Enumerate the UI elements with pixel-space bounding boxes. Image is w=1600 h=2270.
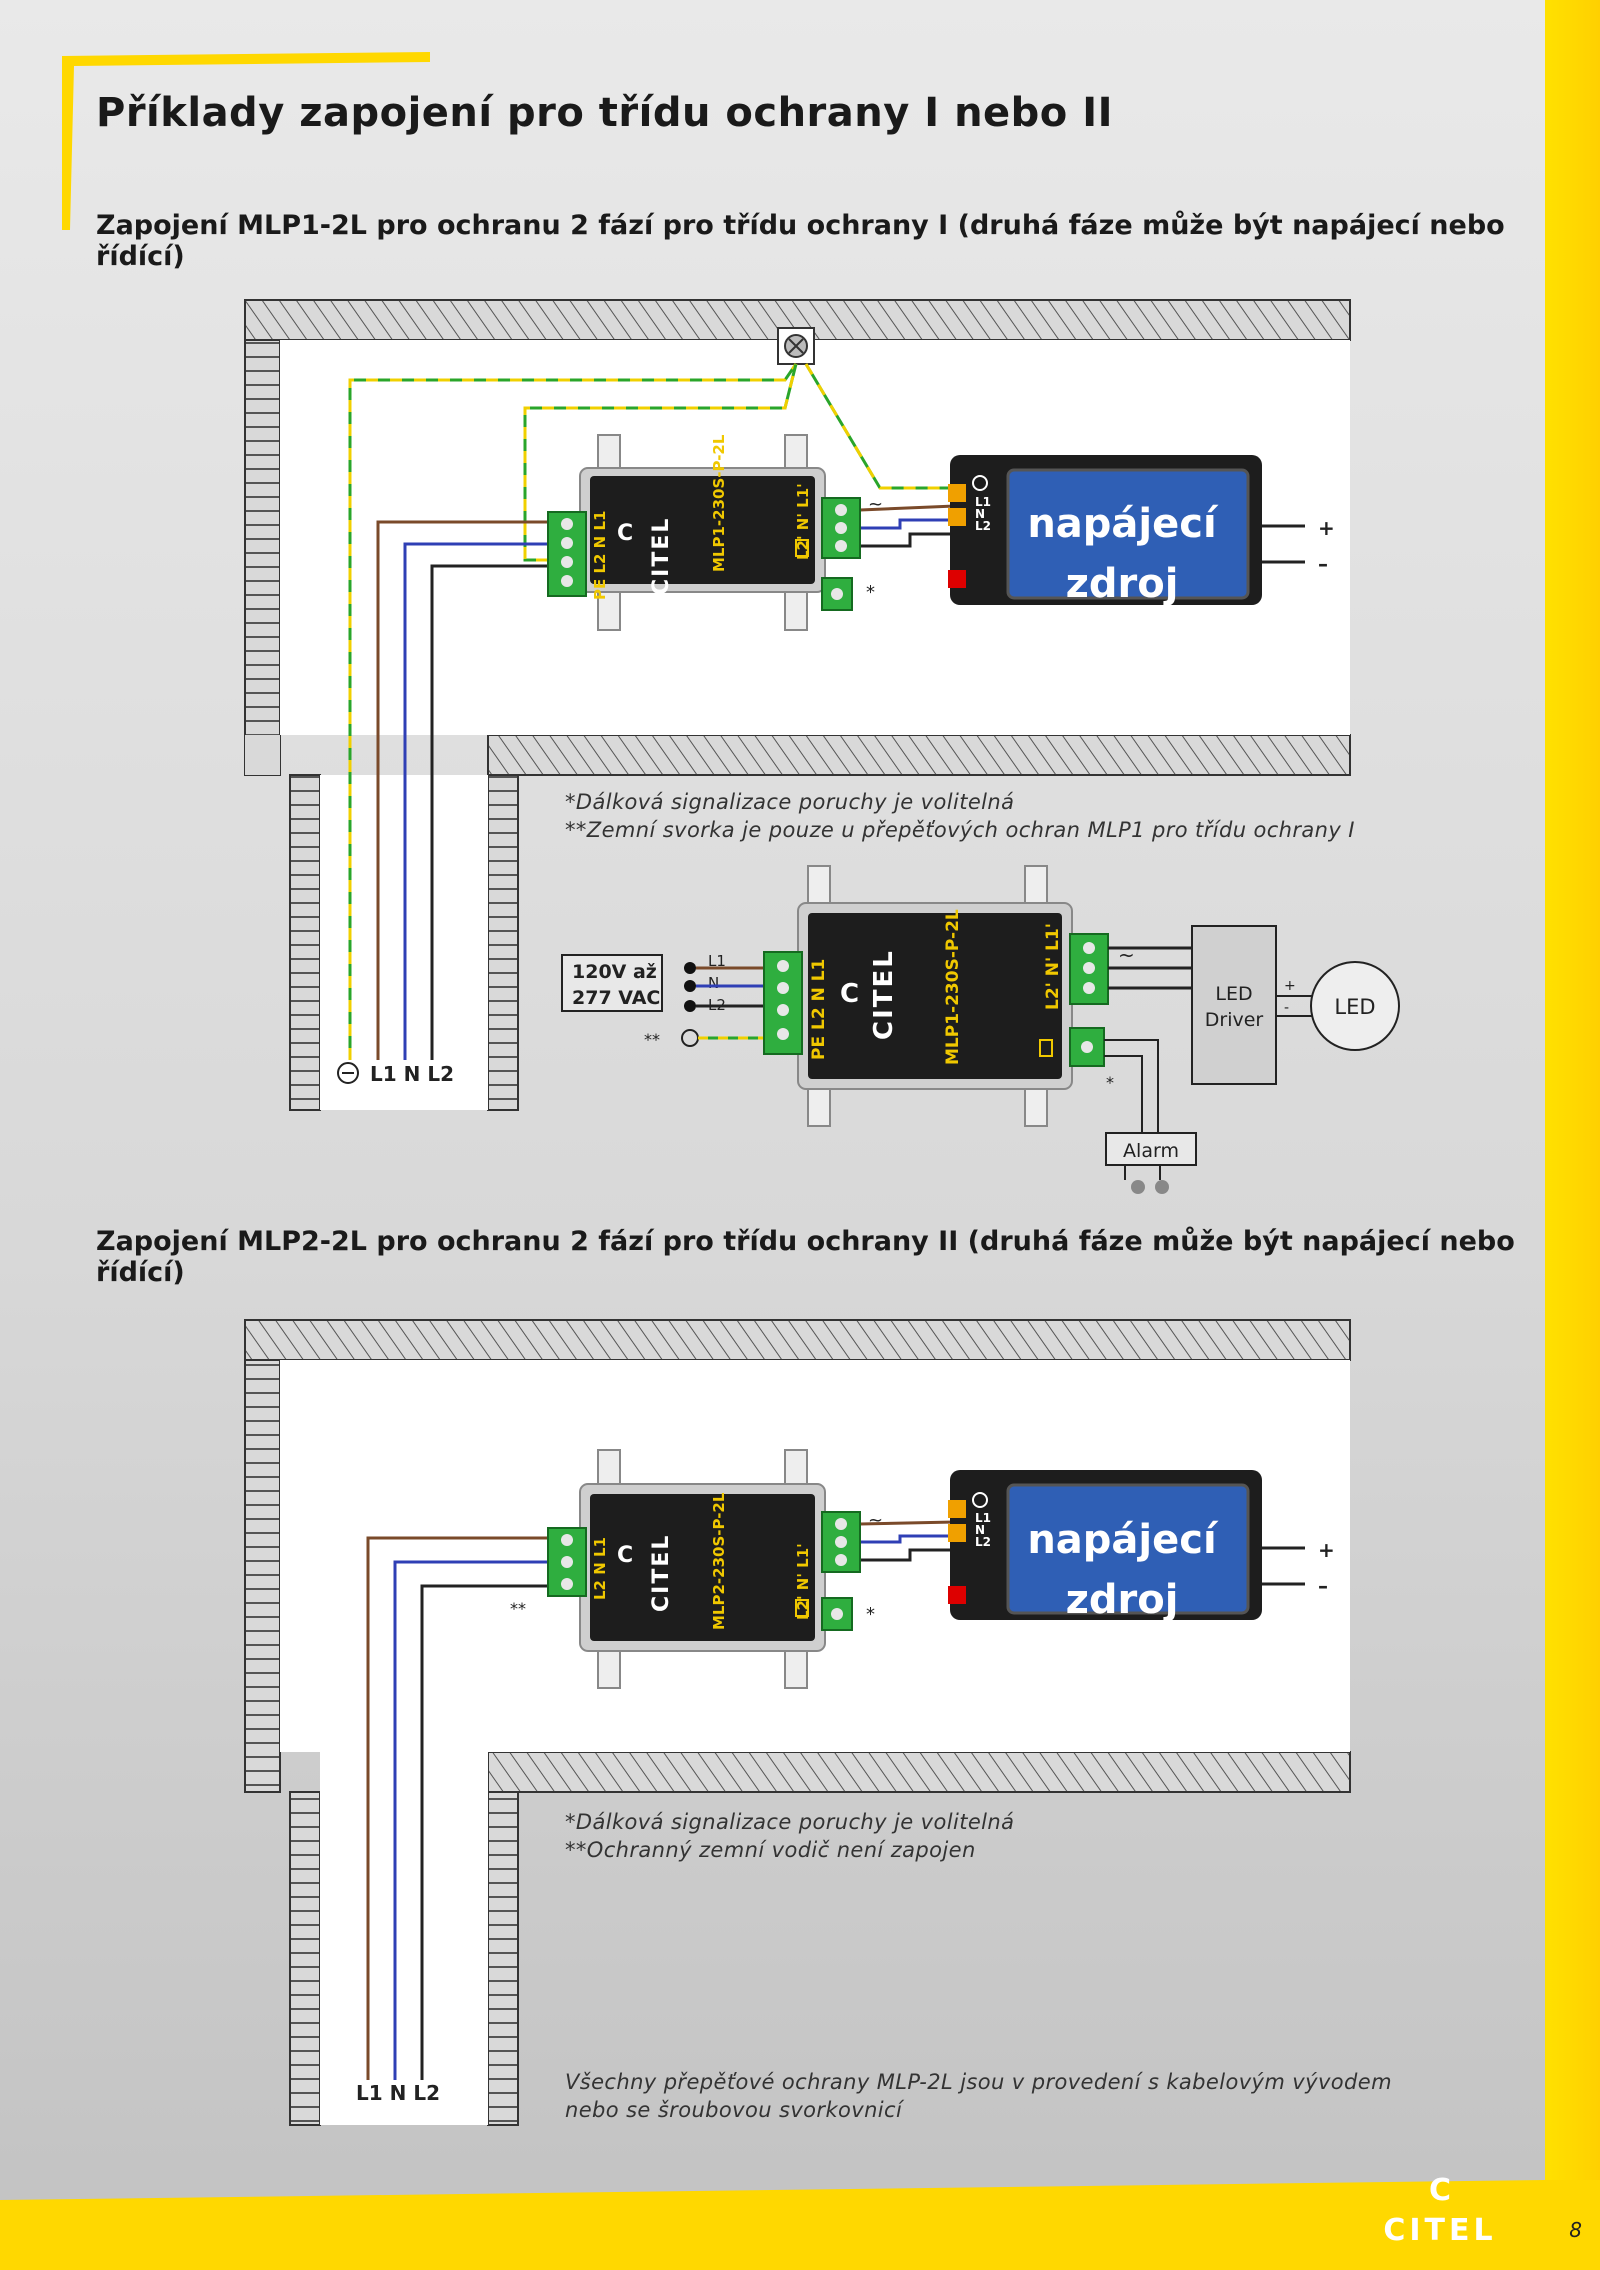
wall-left-lower-2 xyxy=(289,1791,321,2126)
section1-heading: Zapojení MLP1-2L pro ochranu 2 fází pro … xyxy=(96,210,1505,272)
svg-text:+: + xyxy=(1284,978,1296,994)
mlp1-alarm-terminal xyxy=(821,577,853,611)
svg-text:N: N xyxy=(975,507,985,521)
mlp1-model: MLP1-230S-P-2L xyxy=(710,434,728,572)
mlp1-led-input-labels: PE L2 N L1 xyxy=(809,959,829,1060)
mlp1-led-device-body xyxy=(808,913,1062,1079)
s2-footnote-2: nebo se šroubovou svorkovnicí xyxy=(565,2098,903,2122)
earth-double-star: ** xyxy=(644,1030,660,1049)
citel-logo-icon: C xyxy=(617,1543,633,1568)
cable-label: L1 N L2 xyxy=(370,1062,454,1086)
svg-text:L1: L1 xyxy=(708,952,726,970)
relay-icon xyxy=(795,539,809,557)
psu-minus: – xyxy=(1318,552,1328,576)
page-number: 8 xyxy=(1569,2218,1582,2242)
yellow-side-bar xyxy=(1545,0,1600,2270)
wall-left xyxy=(244,339,281,776)
s2-note-1: *Dálková signalizace poruchy je voliteln… xyxy=(565,1810,1015,1834)
wall-inner-2 xyxy=(487,1791,519,2126)
svg-text:-: - xyxy=(1284,1000,1289,1016)
svg-text:L1: L1 xyxy=(975,495,991,509)
voltage-line-2: 277 VAC xyxy=(572,987,660,1009)
wall-left-2 xyxy=(244,1359,281,1793)
relay-icon xyxy=(795,1599,809,1617)
svg-text:+: + xyxy=(1318,1538,1335,1562)
mlp2-device-body xyxy=(590,1494,815,1641)
alarm-box xyxy=(1105,1132,1197,1166)
svg-text:N: N xyxy=(708,974,719,992)
earth-wires xyxy=(348,363,955,1060)
mlp1-brand: CITEL xyxy=(649,517,674,595)
psu2-label-2: zdroj xyxy=(1066,1577,1179,1623)
wall-corner-fill xyxy=(245,735,280,775)
svg-text:L2: L2 xyxy=(975,1535,991,1549)
yellow-bottom-band xyxy=(0,2180,1600,2270)
tilde-icon: ~ xyxy=(868,1510,883,1531)
psu-plus: + xyxy=(1318,516,1335,540)
shaft-space-2 xyxy=(320,1752,488,2125)
s2-note-2: **Ochranný zemní vodič není zapojen xyxy=(565,1838,976,1862)
alarm-star: * xyxy=(866,582,875,603)
s2-footnote-1: Všechny přepěťové ochrany MLP-2L jsou v … xyxy=(565,2070,1392,2094)
svg-text:N: N xyxy=(975,1523,985,1537)
wall-inner xyxy=(487,774,519,1111)
wall-floor-2 xyxy=(487,1751,1351,1793)
led-driver-line-2: Driver xyxy=(1205,1009,1264,1031)
mlp2-input-labels: L2 N L1 xyxy=(591,1537,609,1600)
section2-heading: Zapojení MLP2-2L pro ochranu 2 fází pro … xyxy=(96,1226,1515,1288)
earth-icon xyxy=(972,1492,988,1508)
led-load-label: LED xyxy=(1334,995,1375,1019)
svg-text:L1: L1 xyxy=(975,1511,991,1525)
led-driver-box xyxy=(1191,925,1277,1085)
s1-note-1: *Dálková signalizace poruchy je voliteln… xyxy=(565,790,1015,814)
mlp1-led-brand: CITEL xyxy=(869,949,899,1040)
mlp1-led-output-labels: L2' N' L1' xyxy=(1043,923,1063,1010)
svg-text:–: – xyxy=(1318,1574,1328,1598)
voltage-box xyxy=(561,954,663,1012)
wall-left-lower xyxy=(289,774,321,1111)
svg-text:L2: L2 xyxy=(975,519,991,533)
led-driver-line-1: LED xyxy=(1215,983,1252,1005)
mlp1-led-model: MLP1-230S-P-2L xyxy=(943,909,963,1065)
psu-label-1: napájecí xyxy=(1027,501,1219,547)
relay-icon xyxy=(1039,1039,1053,1057)
wall-floor xyxy=(487,734,1351,776)
no-earth-double-star: ** xyxy=(510,1599,526,1618)
feeder-wires xyxy=(376,520,548,1060)
psu-label-2: zdroj xyxy=(1066,561,1179,607)
psu2-label-1: napájecí xyxy=(1027,1517,1219,1563)
page-title: Příklady zapojení pro třídu ochrany I ne… xyxy=(96,90,1113,136)
s1-note-2: **Zemní svorka je pouze u přepěťových oc… xyxy=(565,818,1355,842)
output-wires xyxy=(859,504,956,548)
mlp2-brand: CITEL xyxy=(649,1534,674,1612)
mlp1-input-labels: PE L2 N L1 xyxy=(591,511,609,600)
citel-logo-icon: C xyxy=(840,979,859,1009)
alarm-star: * xyxy=(1106,1073,1114,1092)
psu2-body xyxy=(1006,1483,1250,1615)
voltage-line-1: 120V až xyxy=(572,961,657,983)
alarm-star: * xyxy=(866,1604,875,1625)
psu-body xyxy=(1006,468,1250,600)
footer-brand: CITEL xyxy=(1383,2213,1496,2248)
alarm-label: Alarm xyxy=(1123,1140,1179,1162)
cable-label-2: L1 N L2 xyxy=(356,2081,440,2105)
earth-icon xyxy=(681,1029,699,1047)
mlp1-device-body xyxy=(590,476,815,584)
mlp2-model: MLP2-230S-P-2L xyxy=(710,1492,728,1630)
earth-icon xyxy=(337,1062,359,1084)
tilde-icon: ~ xyxy=(868,494,883,515)
citel-logo-icon: C xyxy=(1429,2173,1451,2208)
led-load xyxy=(1310,961,1400,1051)
wall-ceiling-2 xyxy=(244,1319,1351,1361)
earth-icon xyxy=(972,475,988,491)
citel-logo-icon: C xyxy=(617,521,633,546)
